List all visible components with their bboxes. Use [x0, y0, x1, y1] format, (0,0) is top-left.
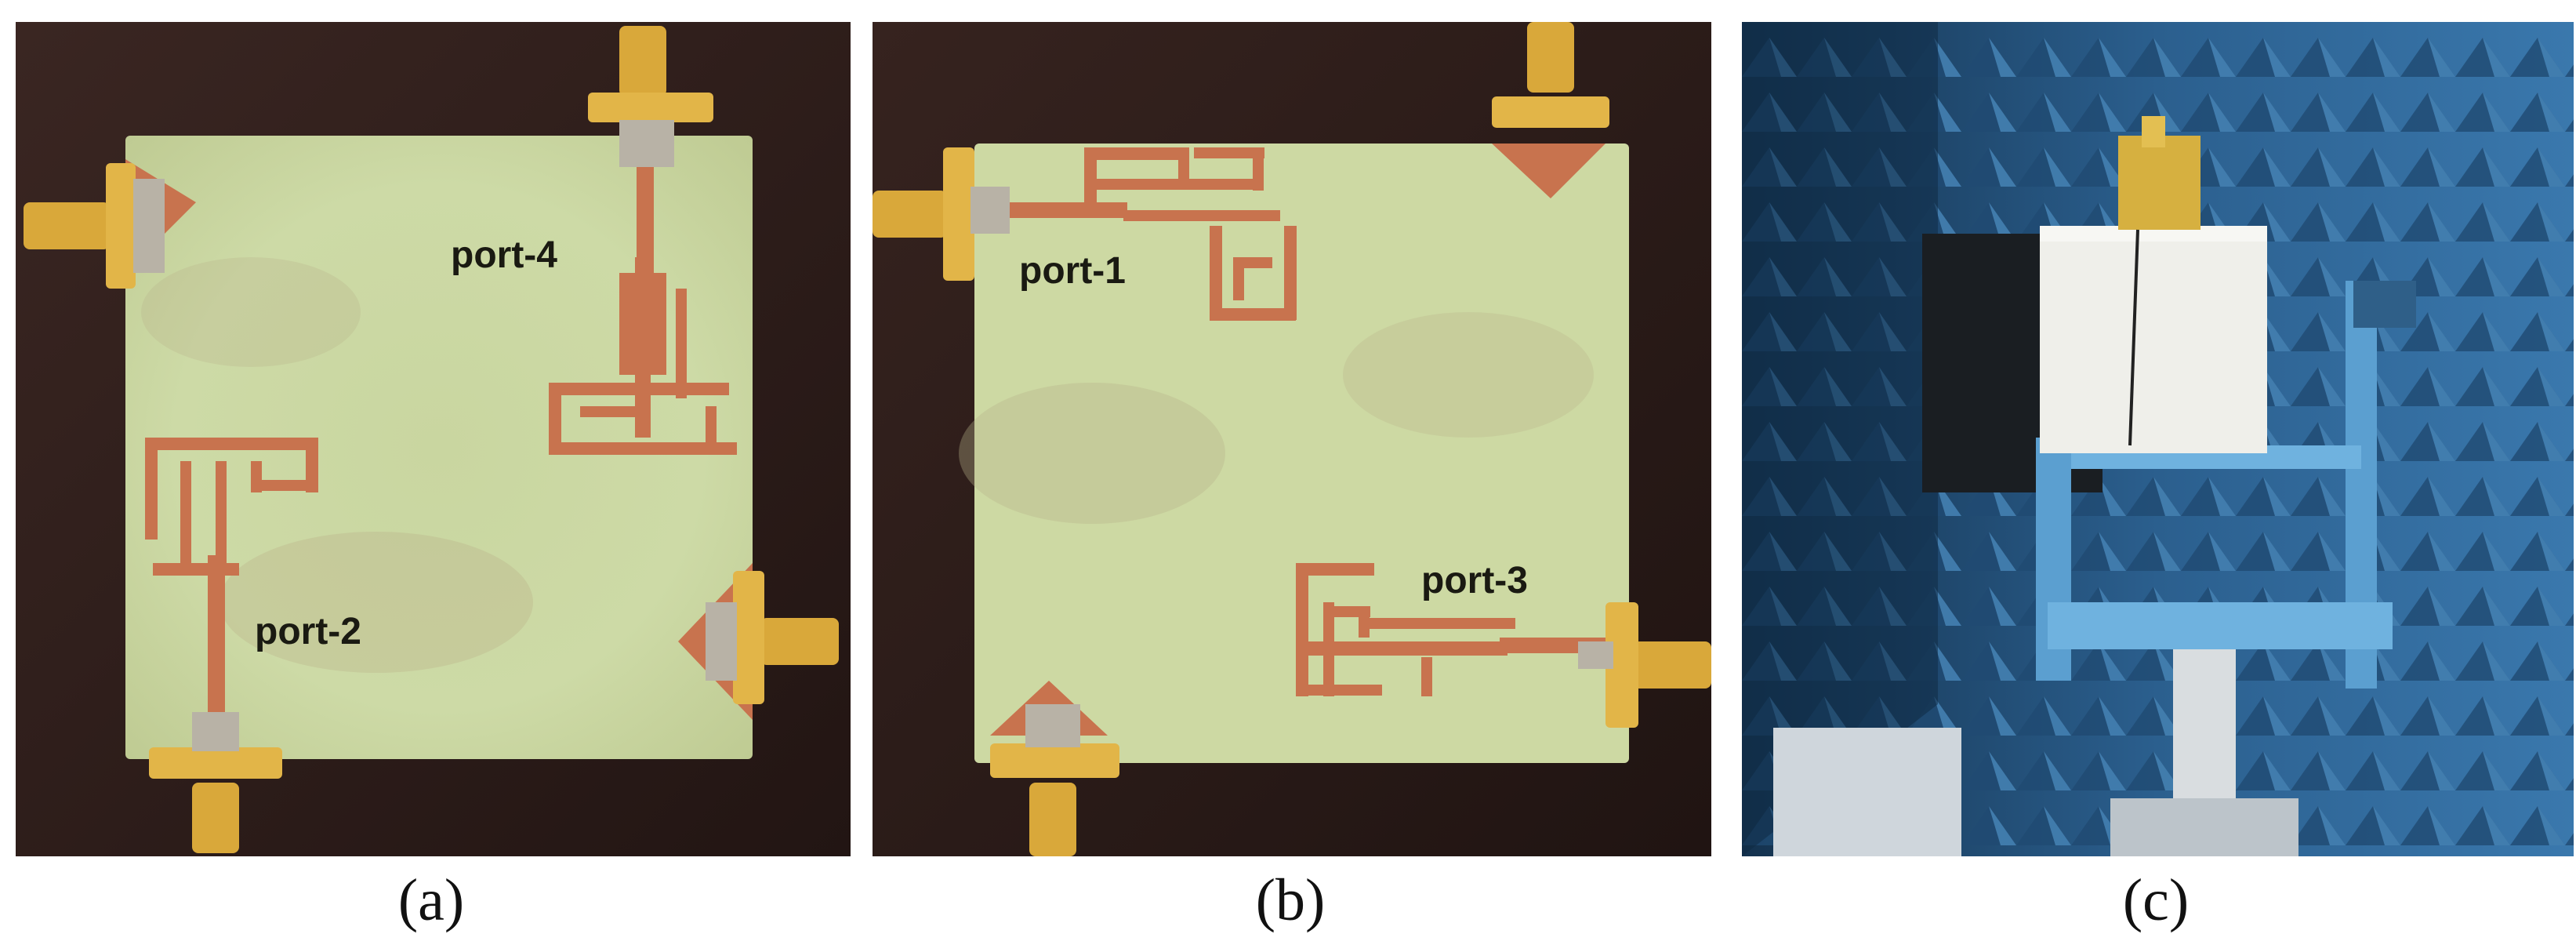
sma-connector-left	[24, 163, 165, 289]
sma-connector-top	[588, 26, 713, 167]
port-label: port-1	[1019, 250, 1126, 292]
caption-c: (c)	[2122, 867, 2190, 933]
substrate-board	[125, 136, 753, 759]
caption-b: (b)	[1255, 867, 1326, 933]
antenna-under-test	[2118, 136, 2200, 230]
sma-connector-top	[1492, 22, 1609, 128]
photo-c-drawing	[1742, 22, 2574, 856]
sma-connector-bottom	[990, 704, 1119, 856]
sma-connector-bottom	[149, 712, 282, 853]
photo-anechoic-chamber	[1742, 22, 2574, 856]
sma-connector-left	[873, 147, 1010, 281]
substrate-board	[974, 144, 1629, 763]
photo-antenna-front: port-4 port-2	[16, 22, 851, 856]
port-label: port-2	[255, 611, 361, 652]
caption-a: (a)	[397, 867, 465, 933]
sma-connector-right	[706, 571, 839, 704]
sma-connector-right	[1578, 602, 1711, 728]
photo-b-drawing	[873, 22, 1711, 856]
port-label: port-3	[1421, 560, 1528, 601]
foam-block	[2040, 226, 2267, 453]
port-label: port-4	[451, 234, 557, 276]
photo-a-drawing	[16, 22, 851, 856]
photo-antenna-back: port-1 port-3	[873, 22, 1711, 856]
